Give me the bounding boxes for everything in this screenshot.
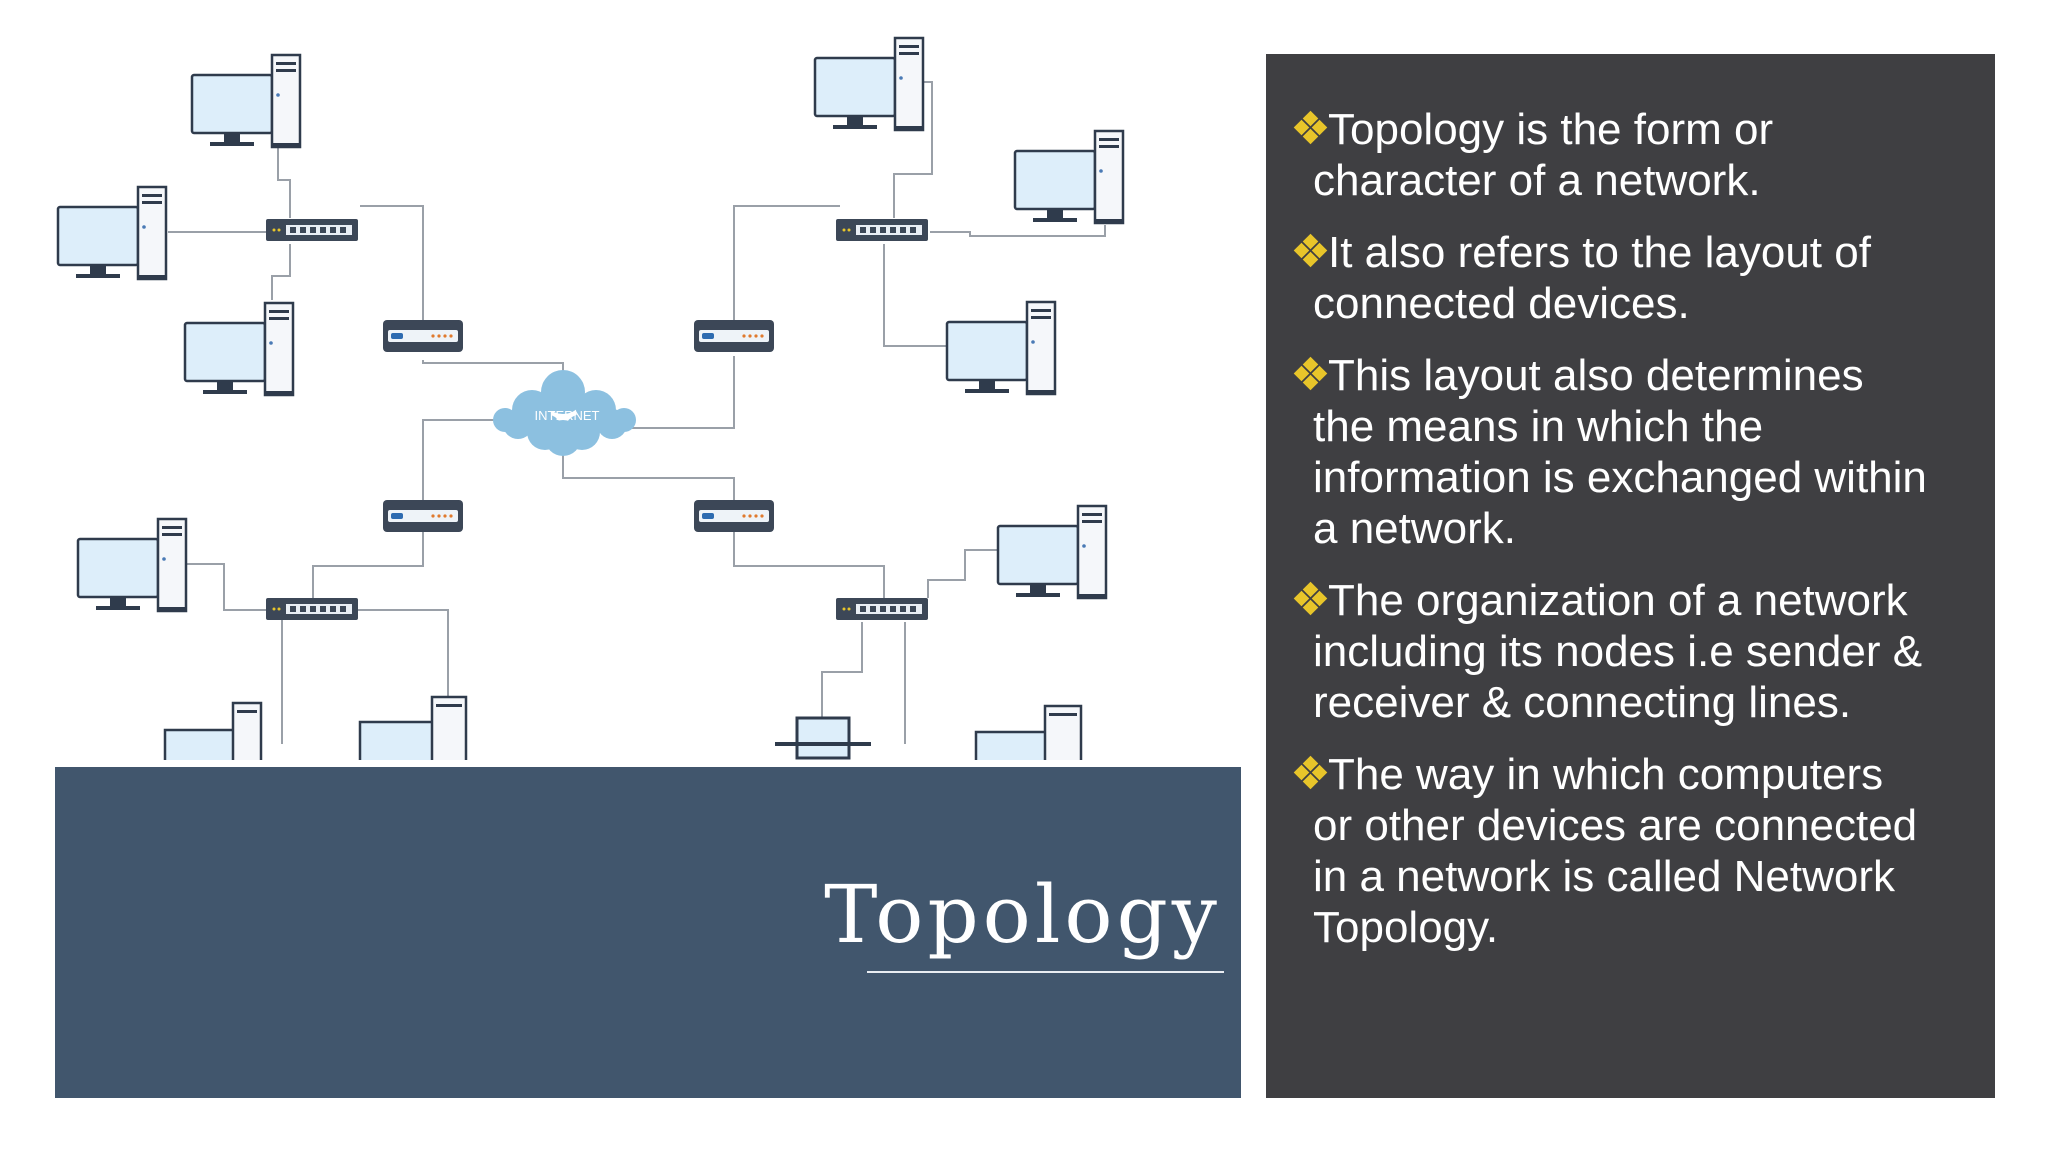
diamond-bullet-icon xyxy=(1292,755,1330,793)
bullet-text: Topology is the form or character of a n… xyxy=(1313,105,1774,205)
bullet-item: The organization of a network including … xyxy=(1266,575,1928,728)
computer-icon xyxy=(190,53,302,149)
link-router1-internet xyxy=(422,360,564,380)
link-router4-switch4 xyxy=(733,530,885,598)
link-pc7-switch3 xyxy=(183,563,268,611)
title-panel: Topology xyxy=(55,767,1241,1098)
link-pc3-switch1 xyxy=(271,244,291,300)
bullet-text: It also refers to the layout of connecte… xyxy=(1313,228,1871,328)
switch-icon xyxy=(836,219,928,241)
bullet-text: The organization of a network including … xyxy=(1313,576,1923,727)
bullet-text: The way in which computers or other devi… xyxy=(1313,750,1918,952)
link-switch4-down1 xyxy=(821,622,863,718)
internet-cloud-icon: INTERNET xyxy=(493,370,636,456)
diamond-bullet-icon xyxy=(1292,356,1330,394)
computer-icon-partial xyxy=(358,695,468,760)
link-switch2-router2 xyxy=(733,205,840,320)
link-internet-router3 xyxy=(422,419,500,500)
computer-icon xyxy=(183,301,295,397)
switch-icon xyxy=(836,598,928,620)
router-icon xyxy=(694,320,774,352)
computer-icon xyxy=(56,185,168,281)
computer-icon-partial xyxy=(974,704,1083,760)
link-pc4-switch2 xyxy=(893,81,933,218)
link-router2-internet xyxy=(630,356,735,429)
internet-label: INTERNET xyxy=(535,408,600,423)
connection-lines xyxy=(168,81,1106,744)
computer-icon xyxy=(76,517,188,613)
bullet-list: Topology is the form or character of a n… xyxy=(1266,104,1928,974)
link-pc8-switch4 xyxy=(927,549,998,598)
link-router3-switch3 xyxy=(312,530,424,598)
switch-icon xyxy=(266,219,358,241)
diamond-bullet-icon xyxy=(1292,110,1330,148)
link-switch1-router1 xyxy=(360,205,424,322)
bullet-item: This layout also determines the means in… xyxy=(1266,350,1928,554)
title-underline xyxy=(867,971,1224,973)
computer-icon xyxy=(996,504,1108,600)
link-switch3-down2 xyxy=(352,609,449,730)
bullet-item: Topology is the form or character of a n… xyxy=(1266,104,1928,206)
router-icon xyxy=(694,500,774,532)
link-internet-router4 xyxy=(562,452,735,500)
slide-title: Topology xyxy=(824,868,1221,961)
computer-icon xyxy=(813,36,925,132)
router-icon xyxy=(383,500,463,532)
router-icon xyxy=(383,320,463,352)
computer-icon-partial xyxy=(775,716,871,760)
computer-icon xyxy=(945,300,1057,396)
computer-icon-partial xyxy=(163,701,263,760)
switch-icon xyxy=(266,598,358,620)
bullet-panel: Topology is the form or character of a n… xyxy=(1266,54,1995,1098)
link-pc6-switch2 xyxy=(883,244,946,347)
bullet-text: This layout also determines the means in… xyxy=(1313,351,1927,553)
link-pc1-switch1 xyxy=(277,138,291,218)
bullet-item: It also refers to the layout of connecte… xyxy=(1266,227,1928,329)
network-diagram: INTERNET xyxy=(56,36,1125,760)
computer-icon xyxy=(1013,129,1125,225)
bullet-item: The way in which computers or other devi… xyxy=(1266,749,1928,953)
link-pc5-switch2 xyxy=(930,225,1106,237)
diamond-bullet-icon xyxy=(1292,581,1330,619)
diamond-bullet-icon xyxy=(1292,233,1330,271)
